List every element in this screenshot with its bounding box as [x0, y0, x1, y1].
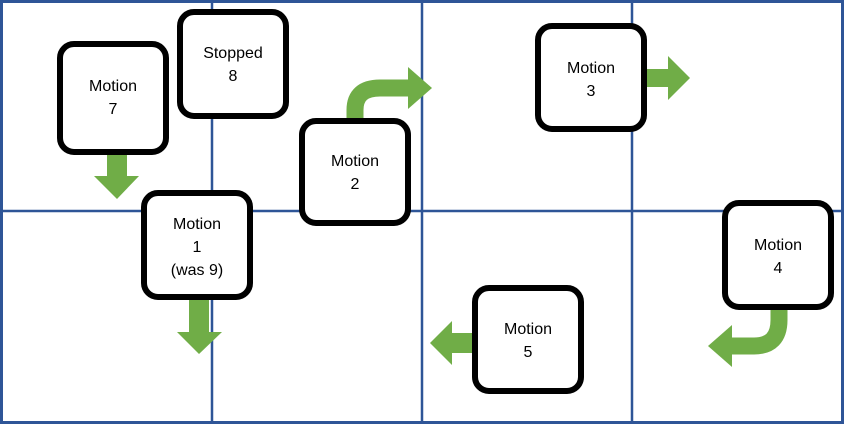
arrow-motion-2-head — [408, 67, 432, 109]
arrows — [94, 56, 788, 367]
box-motion-3-line-1: Motion — [567, 60, 615, 77]
box-motion-7-frame — [57, 41, 169, 155]
box-stopped-8-line-1: Stopped — [203, 45, 263, 62]
box-motion-1-line-1: Motion — [173, 216, 221, 233]
box-motion-1-line-3: (was 9) — [171, 262, 223, 279]
box-motion-4-line-1: Motion — [754, 237, 802, 254]
arrow-motion-5 — [430, 321, 475, 365]
box-stopped-8-line-2: 8 — [229, 68, 238, 85]
box-motion-5-line-1: Motion — [504, 321, 552, 338]
box-motion-7-line-2: 7 — [109, 101, 118, 118]
box-motion-2-line-1: Motion — [331, 153, 379, 170]
box-motion-2-line-2: 2 — [351, 176, 360, 193]
box-motion-2-frame — [299, 118, 411, 226]
box-motion-5: Motion 5 — [472, 285, 584, 394]
arrow-motion-3 — [644, 56, 690, 100]
arrow-motion-2 — [346, 67, 432, 122]
box-motion-7-line-1: Motion — [89, 78, 137, 95]
boxes: Motion 7 Stopped 8 Motion 2 Motion 3 Mot… — [57, 9, 834, 394]
box-motion-4-frame — [722, 200, 834, 310]
arrow-motion-1 — [177, 298, 222, 354]
arrow-motion-4-curve — [730, 308, 788, 355]
box-motion-4: Motion 4 — [722, 200, 834, 310]
arrow-motion-4 — [708, 308, 788, 367]
box-motion-2: Motion 2 — [299, 118, 411, 226]
box-motion-1: Motion 1 (was 9) — [141, 190, 253, 300]
box-motion-3: Motion 3 — [535, 23, 647, 132]
arrow-motion-2-curve — [346, 79, 410, 122]
box-motion-5-frame — [472, 285, 584, 394]
box-motion-7: Motion 7 — [57, 41, 169, 155]
box-motion-4-line-2: 4 — [774, 260, 783, 277]
box-motion-3-frame — [535, 23, 647, 132]
box-motion-1-line-2: 1 — [193, 239, 202, 256]
box-motion-5-line-2: 5 — [524, 344, 533, 361]
box-stopped-8-frame — [177, 9, 289, 119]
box-motion-3-line-2: 3 — [587, 83, 596, 100]
box-motion-1-frame — [141, 190, 253, 300]
arrow-motion-7 — [94, 152, 139, 199]
box-stopped-8: Stopped 8 — [177, 9, 289, 119]
arrow-motion-4-head — [708, 325, 732, 367]
